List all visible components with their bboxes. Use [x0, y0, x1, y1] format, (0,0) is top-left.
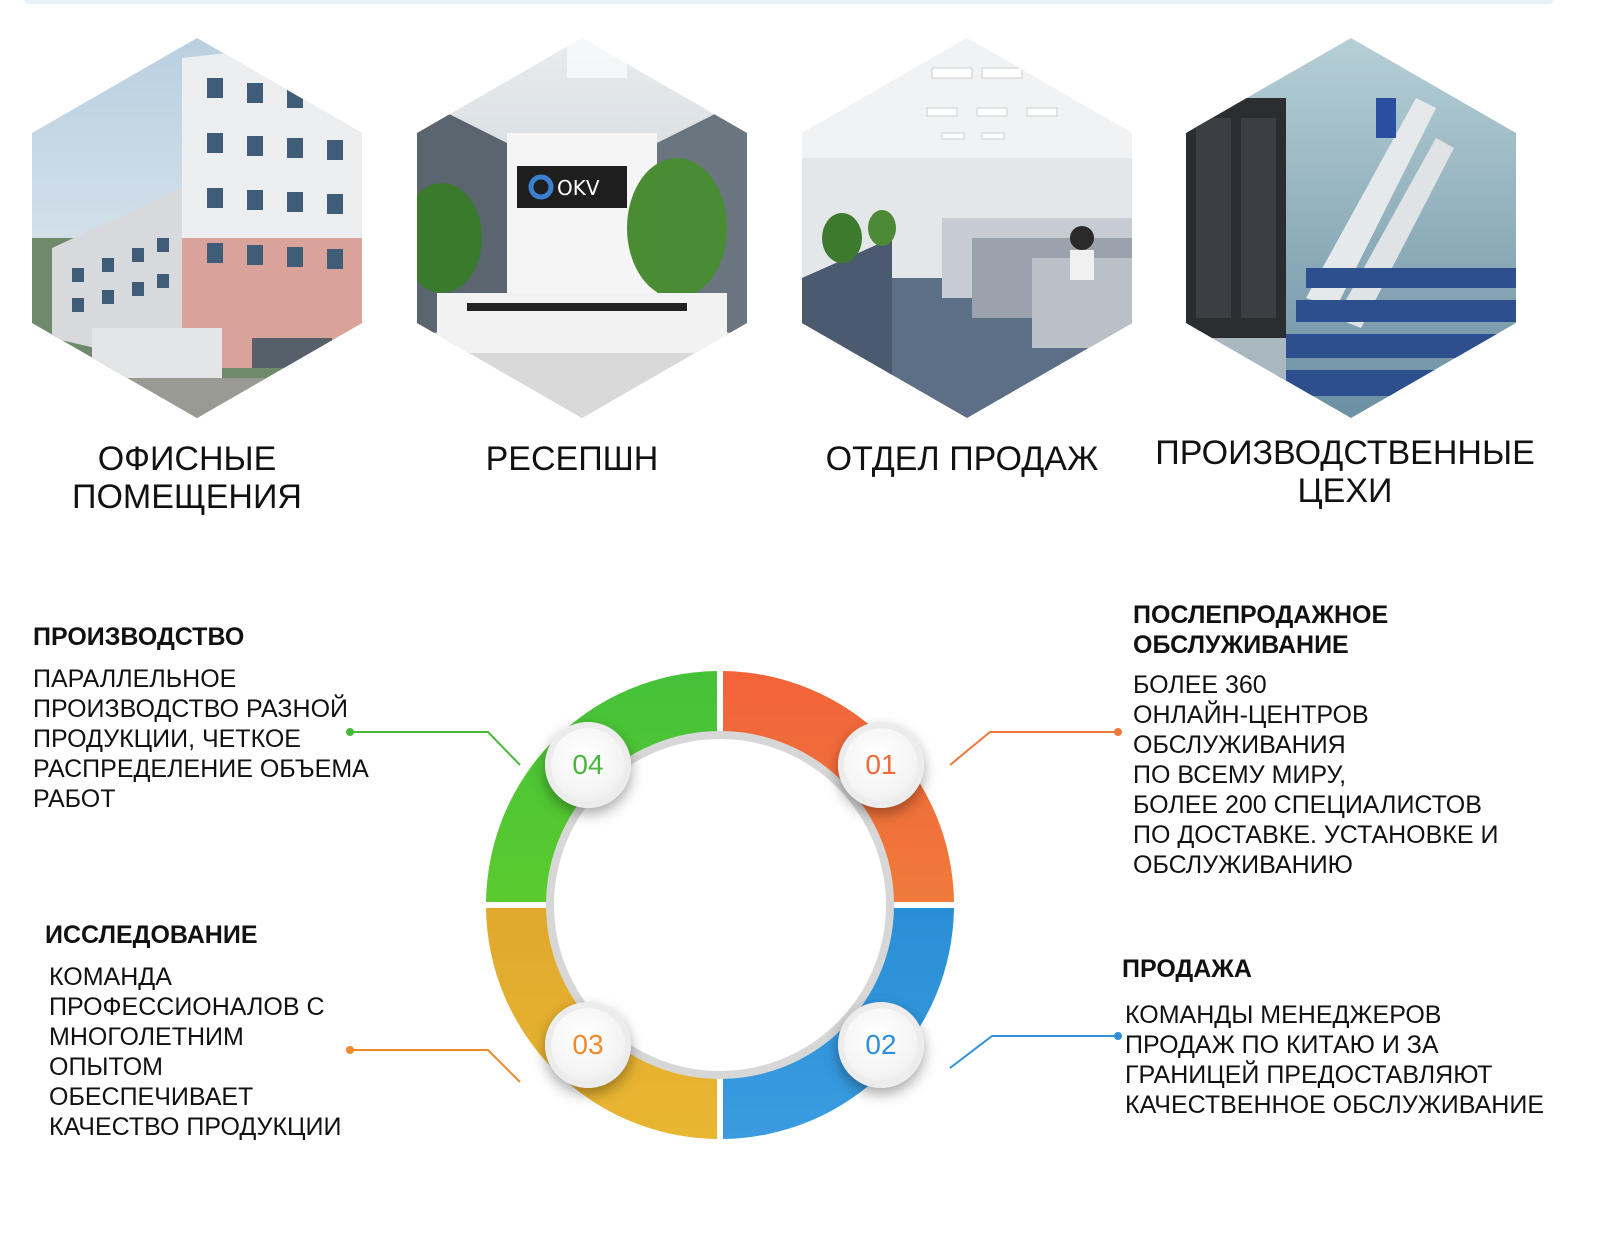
office-building-photo — [32, 38, 362, 418]
badge-02: 02 — [838, 1002, 924, 1088]
caption-reception: РЕСЕПШН — [485, 440, 659, 478]
cycle-ring — [480, 665, 960, 1145]
badge-04-number: 04 — [572, 749, 604, 780]
okv-sign-text: OKV — [557, 176, 600, 200]
sales-office-photo — [802, 38, 1132, 418]
ring-segment-01 — [723, 671, 954, 902]
ring-segment-02 — [723, 908, 954, 1139]
block-03-body: КОМАНДА ПРОФЕССИОНАЛОВ С МНОГОЛЕТНИМ ОПЫ… — [49, 963, 342, 1141]
block-04-body: ПАРАЛЛЕЛЬНОЕ ПРОИЗВОДСТВО РАЗНОЙ ПРОДУКЦ… — [33, 665, 369, 813]
caption-sales: ОТДЕЛ ПРОДАЖ — [825, 440, 1099, 478]
block-04-title: ПРОИЗВОДСТВО — [33, 623, 245, 651]
workshop-photo — [1186, 38, 1516, 418]
connector-02 — [949, 1035, 1118, 1069]
reception-photo: OKV — [417, 38, 747, 418]
top-divider — [25, 0, 1553, 4]
caption-office: ОФИСНЫЕ ПОМЕЩЕНИЯ — [72, 440, 302, 516]
connector-dot-01 — [1114, 728, 1122, 736]
ring-segment-03 — [486, 908, 717, 1139]
badge-02-number: 02 — [865, 1029, 897, 1060]
badge-04: 04 — [545, 722, 631, 808]
badge-03: 03 — [545, 1002, 631, 1088]
block-02-title: ПРОДАЖА — [1122, 955, 1252, 983]
block-03-title: ИССЛЕДОВАНИЕ — [45, 921, 258, 949]
ring-segment-04 — [486, 671, 717, 902]
badge-01-number: 01 — [865, 749, 897, 780]
block-01-title: ПОСЛЕПРОДАЖНОЕ ОБСЛУЖИВАНИЕ — [1133, 601, 1389, 659]
connector-dot-03 — [346, 1046, 354, 1054]
badge-03-number: 03 — [572, 1029, 604, 1060]
badge-01: 01 — [838, 722, 924, 808]
block-01-body: БОЛЕЕ 360 ОНЛАЙН-ЦЕНТРОВ ОБСЛУЖИВАНИЯ ПО… — [1133, 671, 1499, 879]
connector-dot-02 — [1114, 1032, 1122, 1040]
block-02-body: КОМАНДЫ МЕНЕДЖЕРОВ ПРОДАЖ ПО КИТАЮ И ЗА … — [1125, 1001, 1544, 1119]
caption-workshop: ПРОИЗВОДСТВЕННЫЕ ЦЕХИ — [1155, 434, 1535, 510]
connector-01 — [949, 731, 1118, 766]
